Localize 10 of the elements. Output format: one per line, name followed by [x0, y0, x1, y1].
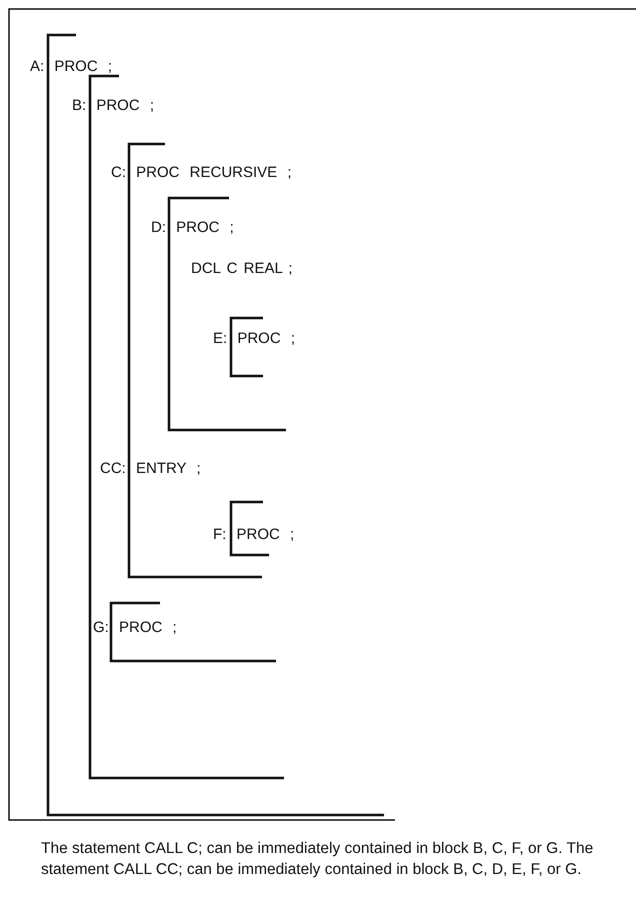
block-statement: F: PROC ;: [213, 526, 294, 544]
block-statement: A: PROC ;: [30, 58, 112, 76]
block-statement: G: PROC ;: [93, 619, 177, 637]
caption-text: The statement CALL C; can be immediately contained in block B, C, F, or G. The statement CALL CC; can be immediately contained in block B, C, D, E, F, or G.: [41, 839, 594, 880]
block-statement: E: PROC ;: [213, 330, 296, 348]
block-statement: B: PROC ;: [72, 97, 154, 115]
statement-text: CC: ENTRY ;: [100, 460, 201, 478]
block-statement: D: PROC ;: [151, 219, 234, 237]
statement-text: DCL C REAL ;: [191, 260, 293, 278]
block-statement: C: PROC RECURSIVE ;: [111, 164, 292, 182]
